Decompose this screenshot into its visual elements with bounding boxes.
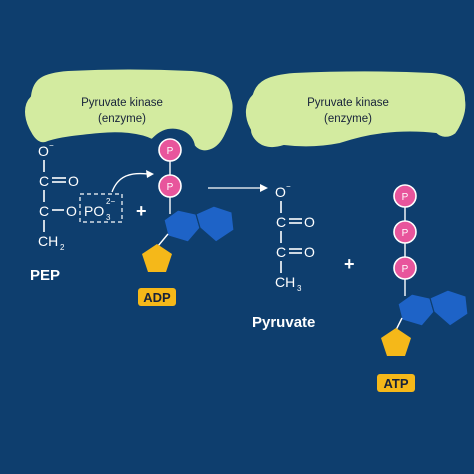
atp-ribose-pentagon	[397, 293, 435, 327]
atp-molecule: P P P ATP	[377, 184, 469, 392]
pyruvate-oxygen-top: O	[275, 184, 286, 200]
pep-oxygen-charge: −	[49, 141, 54, 150]
atp-phosphate-2-label: P	[402, 228, 409, 239]
atp-phosphate-3	[393, 256, 417, 280]
atp-base-hexagon	[429, 289, 469, 327]
plus-sign-right: +	[344, 254, 355, 274]
pep-oxygen-top: O	[38, 143, 49, 159]
atp-base-pentagon	[381, 328, 411, 356]
adp-phosphate-1	[158, 138, 182, 162]
pep-carbon-2: C	[39, 203, 49, 219]
adp-phosphate-1-label: P	[167, 146, 174, 157]
enzyme-left-title: Pyruvate kinase	[81, 97, 163, 109]
atp-link	[395, 317, 403, 331]
adp-ribose-pentagon	[163, 209, 201, 243]
pep-label: PEP	[30, 267, 60, 284]
enzyme-left-shape	[23, 67, 235, 153]
atp-phosphate-2	[393, 220, 417, 244]
adp-phosphate-2-label: P	[167, 182, 174, 193]
pep-carbon-1: C	[39, 173, 49, 189]
pep-phosphate-subscript: 3	[106, 213, 111, 222]
pep-phosphate-box	[79, 193, 123, 223]
pyruvate-oxygen-1: O	[304, 214, 315, 230]
plus-sign-left: +	[136, 201, 147, 221]
pep-phosphate-label: PO	[84, 203, 104, 219]
adp-base-hexagon	[195, 205, 235, 243]
adp-link	[157, 233, 169, 247]
enzyme-right-shape	[244, 69, 468, 150]
pyruvate-oxygen-charge: −	[286, 182, 291, 191]
adp-molecule: P P ADP	[138, 138, 235, 306]
pyruvate-structure: O − C O C O CH 3 Pyruvate	[252, 182, 315, 331]
phosphate-transfer-arrowhead	[146, 170, 154, 178]
enzyme-right-subtitle: (enzyme)	[324, 113, 372, 125]
pep-oxygen-double: O	[68, 173, 79, 189]
atp-phosphate-1-label: P	[402, 192, 409, 203]
adp-phosphate-2	[158, 174, 182, 198]
adp-badge	[138, 288, 176, 306]
enzyme-right-title: Pyruvate kinase	[307, 97, 389, 109]
pep-oxygen-link: O	[66, 203, 77, 219]
reaction-arrowhead	[260, 184, 268, 192]
pyruvate-ch3: CH	[275, 274, 295, 290]
pyruvate-carbon-2: C	[276, 244, 286, 260]
pyruvate-carbon-1: C	[276, 214, 286, 230]
atp-badge	[377, 374, 415, 392]
phosphate-transfer-arrow	[111, 172, 149, 193]
pep-phosphate-charge: 2−	[106, 197, 115, 206]
atp-phosphate-1	[393, 184, 417, 208]
adp-label: ADP	[143, 290, 171, 305]
pyruvate-ch3-subscript: 3	[297, 284, 302, 293]
adp-base-pentagon	[142, 244, 172, 272]
pyruvate-label: Pyruvate	[252, 314, 315, 331]
pep-ch2-subscript: 2	[60, 243, 65, 252]
enzyme-left-subtitle: (enzyme)	[98, 113, 146, 125]
pyruvate-oxygen-2: O	[304, 244, 315, 260]
pep-ch2: CH	[38, 233, 58, 249]
atp-label: ATP	[383, 376, 408, 391]
atp-phosphate-3-label: P	[402, 264, 409, 275]
pep-structure: O − C O C O PO 3 2− CH 2 PEP	[30, 141, 123, 284]
